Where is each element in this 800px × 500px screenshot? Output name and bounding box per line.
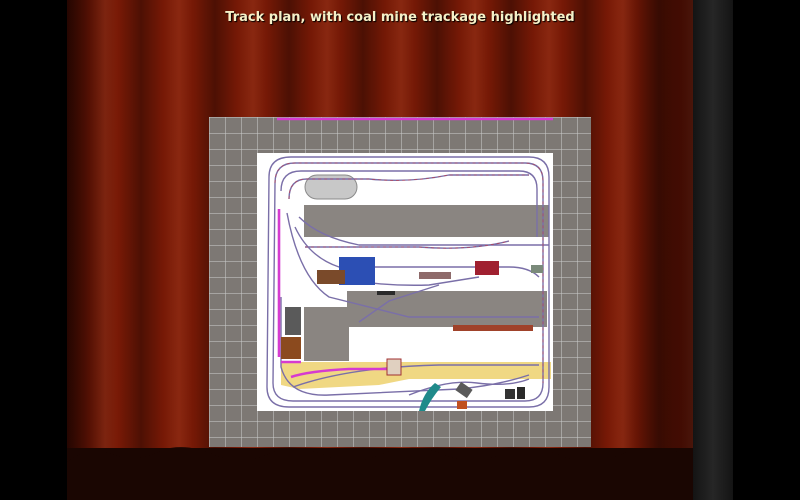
house-a: [455, 381, 473, 399]
curtain-hem: [67, 447, 693, 470]
industry-red: [475, 261, 499, 275]
track-detail: [274, 162, 544, 383]
coal-tipple: [285, 307, 301, 335]
track-lines: [266, 156, 550, 408]
house-d: [517, 387, 525, 399]
coal-mine-highlight: [277, 117, 553, 379]
train-consist: [453, 325, 533, 331]
benchwork-mid: [347, 291, 547, 327]
shed: [531, 265, 543, 273]
benchwork-upper: [304, 205, 549, 237]
mine-building: [281, 337, 301, 359]
curtain-side-panel: [693, 0, 733, 500]
creek: [419, 383, 441, 411]
freight-cars: [419, 272, 451, 279]
small-structure: [377, 291, 395, 295]
track-plan-image: [209, 117, 591, 447]
industry-brown: [317, 270, 345, 284]
slide-caption: Track plan, with coal mine trackage high…: [225, 10, 575, 25]
station: [386, 358, 402, 376]
turntable: [304, 174, 358, 200]
track-plan-drawing: [257, 117, 553, 411]
house-b: [457, 401, 467, 409]
benchwork-left: [304, 307, 349, 361]
house-c: [505, 389, 515, 399]
